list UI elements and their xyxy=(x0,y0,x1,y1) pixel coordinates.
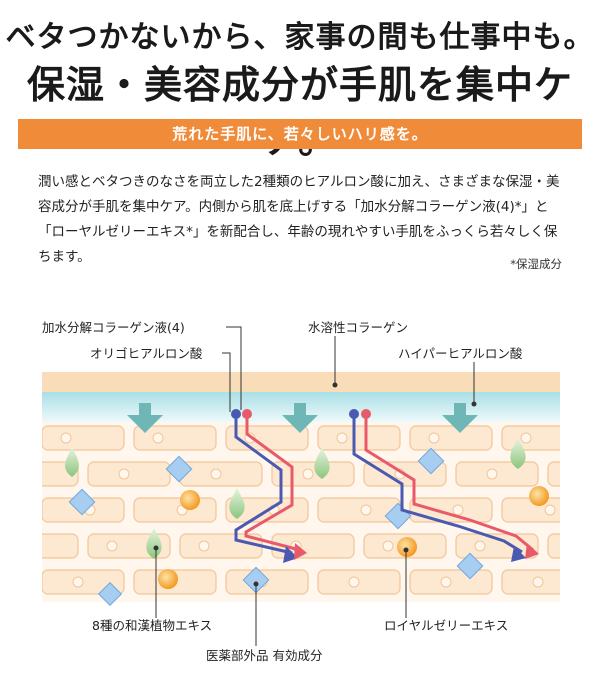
blue-dot xyxy=(349,409,359,419)
teal-arrows xyxy=(127,403,478,433)
moisturizing-footnote: *保湿成分 xyxy=(510,257,562,271)
red-dot xyxy=(361,409,371,419)
blue-diamond xyxy=(417,447,445,475)
red-dot xyxy=(242,409,252,419)
cell-nucleus xyxy=(567,541,577,551)
skin-cell xyxy=(42,533,79,559)
cell-nucleus xyxy=(348,576,360,588)
cell-nucleus xyxy=(15,541,25,551)
blue-diamond xyxy=(97,581,123,607)
cell-nucleus xyxy=(27,469,37,479)
cell-nucleus xyxy=(72,576,84,588)
skin-top-layer xyxy=(42,372,560,392)
green-drop xyxy=(146,528,162,559)
tagline-banner: 荒れた手肌に、若々しいハリ感を。 xyxy=(18,119,582,149)
skin-cell xyxy=(133,497,217,523)
cell-nucleus xyxy=(486,468,498,480)
teal-arrow xyxy=(282,403,318,433)
red-line-left xyxy=(244,415,301,552)
headline-line-1: ベタつかないから、家事の間も仕事中も。 xyxy=(5,20,595,55)
teal-arrow xyxy=(442,403,478,433)
red-arrowhead xyxy=(294,543,307,560)
label-royal-jelly: ロイヤルゼリーエキス xyxy=(384,618,508,633)
skin-cell xyxy=(501,569,560,595)
cell-nucleus xyxy=(428,432,440,444)
green-drop xyxy=(229,488,245,519)
blue-dot xyxy=(231,409,241,419)
blue-line-right xyxy=(352,415,523,554)
label-plant-extracts: 8種の和漢植物エキス xyxy=(92,618,212,633)
penetration-lines xyxy=(234,415,534,555)
cell-nucleus xyxy=(302,468,314,480)
orange-ball xyxy=(180,490,200,510)
skin-cell xyxy=(317,425,401,451)
skin-cell xyxy=(547,533,560,559)
orange-ball xyxy=(529,486,549,506)
skin-cell xyxy=(547,461,560,487)
green-drop xyxy=(314,448,330,479)
skin-cell xyxy=(271,533,355,559)
skin-cell xyxy=(133,425,217,451)
callout-dots xyxy=(153,382,477,587)
cell-nucleus xyxy=(474,540,486,552)
label-quasi-drug: 医薬部外品 有効成分 xyxy=(206,648,322,663)
callout-leaders xyxy=(155,326,475,646)
skin-layer-diagram: 加水分解コラーゲン液(4) 水溶性コラーゲン オリゴヒアルロン酸 ハイパーヒアル… xyxy=(15,320,589,663)
cell-nucleus xyxy=(198,540,210,552)
blue-line-left xyxy=(234,415,293,555)
cell-nucleus xyxy=(544,504,556,516)
blue-diamond xyxy=(242,566,270,594)
green-drops xyxy=(65,438,526,559)
teal-arrow xyxy=(127,403,163,433)
orange-balls xyxy=(158,486,549,589)
cell-nucleus xyxy=(382,540,394,552)
cell-nucleus xyxy=(106,540,118,552)
skin-cell xyxy=(42,425,125,451)
orange-ball xyxy=(158,569,178,589)
cell-nucleus xyxy=(360,504,372,516)
line-dots xyxy=(231,409,371,419)
cell-nucleus xyxy=(532,576,544,588)
cell-nucleus xyxy=(336,432,348,444)
cell-nucleus xyxy=(210,468,222,480)
cell-nucleus xyxy=(520,432,532,444)
cell-nucleus xyxy=(579,469,589,479)
blue-arrowhead xyxy=(511,546,526,562)
blue-diamond xyxy=(456,552,484,580)
skin-cell xyxy=(409,425,493,451)
label-oligo-hyaluronic: オリゴヒアルロン酸 xyxy=(90,346,203,361)
blue-diamond xyxy=(68,488,96,516)
cell-nucleus xyxy=(440,576,452,588)
red-arrowhead xyxy=(525,543,539,559)
cell-nucleus xyxy=(452,504,464,516)
skin-cell xyxy=(409,497,493,523)
green-drop xyxy=(510,438,526,469)
label-hyper-hyaluronic: ハイパーヒアルロン酸 xyxy=(398,346,523,361)
cell-nucleus xyxy=(152,432,164,444)
description-text: 潤い感とベタつきのなさを両立した2種類のヒアルロン酸に加え、さまざまな保湿・美容… xyxy=(38,174,560,265)
green-drop xyxy=(65,447,79,477)
red-line-right xyxy=(364,415,534,552)
blue-diamond xyxy=(165,455,193,483)
cell-nucleus xyxy=(60,432,72,444)
cell-nucleus xyxy=(118,468,130,480)
label-hydrolyzed-collagen: 加水分解コラーゲン液(4) xyxy=(42,320,185,335)
line-arrowheads xyxy=(283,543,539,563)
orange-ball xyxy=(397,537,417,557)
label-water-soluble-collagen: 水溶性コラーゲン xyxy=(308,320,408,335)
